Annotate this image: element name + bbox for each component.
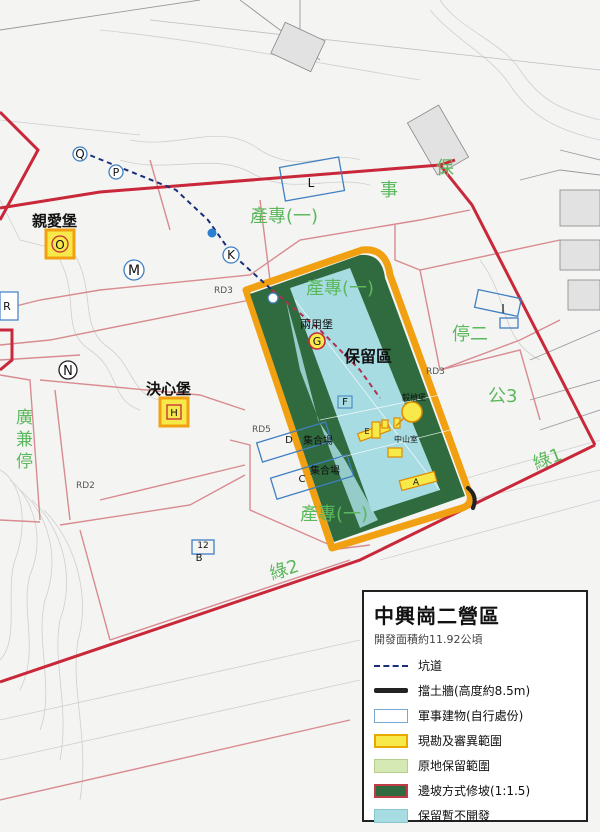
marker-q	[72, 146, 88, 162]
legend-label-tunnel: 坑道	[418, 659, 443, 673]
marker-i-label: I	[501, 302, 505, 316]
legend-label-slope: 邊坡方式修坡(1:1.5)	[418, 784, 531, 798]
marker-r-label: R	[3, 300, 11, 313]
legend-item-survey: 現勘及審異範圍	[374, 730, 576, 751]
marker-k	[222, 246, 240, 264]
legend-item-orig: 原地保留範圍	[374, 755, 576, 776]
zone-gong-3: 公3	[488, 386, 517, 407]
jue-xin-fort-inner	[166, 404, 182, 420]
legend-label-mil: 軍事建物(自行處份)	[418, 709, 524, 723]
reserve-swatch	[374, 808, 408, 823]
legend-subtitle: 開發面積約11.92公頃	[374, 633, 483, 646]
marker-n-label: N	[63, 364, 73, 379]
marker-h-label: H	[170, 408, 178, 419]
legend-item-mil: 軍事建物(自行處份)	[374, 705, 576, 726]
marker-r-box	[0, 291, 19, 321]
military-building-swatch	[374, 708, 408, 723]
liang-yong-fort-label: 兩用堡	[300, 317, 333, 331]
legend-item-slope: 邊坡方式修坡(1:1.5)	[374, 780, 576, 801]
legend: 中興崗二營區 開發面積約11.92公頃 坑道 擋土牆(高度約8.5m) 軍事建物…	[362, 590, 588, 823]
ji-he-chang-2-label: 集合場	[310, 464, 340, 477]
slope-swatch	[374, 783, 408, 798]
road-rd3-left: RD3	[214, 286, 233, 296]
topo-lines	[0, 0, 600, 801]
legend-item-reserve: 保留暫不開發	[374, 805, 576, 826]
zone-bao: 保	[436, 158, 454, 179]
legend-label-reserve: 保留暫不開發	[418, 809, 491, 823]
marker-12-label: 12	[197, 541, 208, 551]
hatched-buildings	[270, 21, 600, 311]
legend-title: 中興崗二營區	[374, 604, 500, 628]
marker-l-label: L	[308, 176, 315, 190]
road-rd2: RD2	[76, 481, 95, 491]
legend-label-orig: 原地保留範圍	[418, 759, 491, 773]
yi-zhen-fort-circle	[401, 401, 423, 423]
tunnel-node	[207, 228, 217, 238]
yi-zhen-fort-link	[395, 417, 405, 427]
zone-chan-zhuan-mid: 產專(一)	[306, 278, 374, 299]
reserve-area-label: 保留區	[343, 347, 392, 366]
zone-chan-zhuan-bottom: 產專(一)	[300, 504, 368, 525]
marker-f-box	[337, 395, 353, 409]
circle-markers	[58, 146, 279, 380]
road-rd5: RD5	[252, 425, 271, 435]
marker-g-label: G	[313, 335, 322, 348]
zhong-shan-shi-label: 中山室	[394, 434, 418, 444]
orig-swatch	[374, 758, 408, 773]
jue-xin-fort-marker	[158, 396, 190, 428]
marker-a-top	[267, 292, 279, 304]
marker-d-label: D	[285, 435, 293, 446]
legend-label-wall: 擋土牆(高度約8.5m)	[418, 684, 531, 698]
zone-ting-er: 停二	[452, 324, 488, 345]
qin-ai-fort-inner	[51, 235, 69, 253]
retaining-wall	[466, 486, 477, 510]
site-boundary	[0, 110, 597, 684]
marker-a-label: A	[413, 478, 420, 488]
marker-n	[58, 360, 78, 380]
zone-guang-jian-ting-1: 廣兼停	[16, 408, 33, 472]
marker-e-label: E	[364, 427, 369, 436]
qin-ai-fort-label: 親愛堡	[32, 212, 77, 230]
marker-p	[108, 164, 124, 180]
tunnel-swatch	[374, 664, 408, 667]
ji-he-chang-1-label: 集合場	[303, 434, 333, 447]
survey-buildings	[356, 417, 438, 492]
wall-swatch	[374, 688, 408, 693]
legend-item-tunnel: 坑道	[374, 655, 576, 676]
liang-yong-fort-marker	[308, 332, 326, 350]
marker-o-label: O	[55, 238, 64, 252]
pad-lines	[294, 299, 451, 491]
marker-b-label: B	[196, 553, 203, 564]
marker-k-label: K	[227, 248, 236, 262]
tunnel-line-inner	[271, 289, 381, 399]
reserve-area-lower	[286, 300, 378, 528]
survey-boundary	[242, 246, 474, 552]
zone-lu-1: 綠1	[530, 444, 565, 475]
legend-item-wall: 擋土牆(高度約8.5m)	[374, 680, 576, 701]
marker-q-label: Q	[75, 147, 84, 161]
legend-label-survey: 現勘及審異範圍	[418, 734, 503, 748]
tunnel-line	[81, 151, 273, 291]
road-rd3-right: RD3	[426, 367, 445, 377]
zone-chan-zhuan-top: 產專(一)	[250, 206, 318, 227]
survey-swatch	[374, 733, 408, 748]
yi-zhen-fort-label: 毅楨堡	[402, 392, 426, 402]
marker-m-label: M	[128, 263, 140, 279]
marker-p-label: P	[113, 166, 120, 179]
marker-f-label: F	[342, 397, 348, 408]
jue-xin-fort-label: 決心堡	[146, 380, 191, 398]
military-buildings	[191, 156, 523, 555]
marker-c-label: C	[299, 474, 306, 485]
zone-shi: 事	[380, 180, 398, 201]
marker-m	[123, 259, 145, 281]
zone-lines	[0, 159, 561, 801]
